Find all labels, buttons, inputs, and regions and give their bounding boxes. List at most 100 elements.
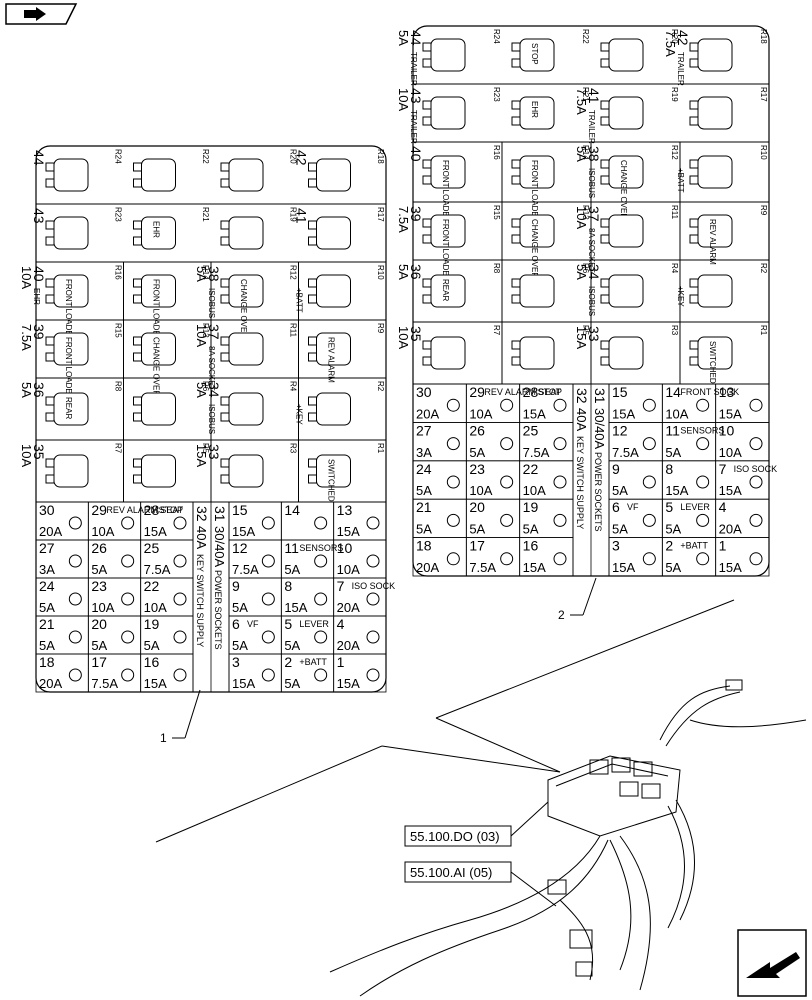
relay-pin-icon bbox=[511, 159, 521, 169]
fuse-symbol-icon bbox=[173, 630, 187, 644]
fuse-symbol-icon bbox=[121, 592, 135, 606]
fuse-description: ISO SOCK bbox=[352, 581, 396, 591]
relay-label: FRONT LOADER bbox=[64, 279, 73, 342]
relay-socket-icon bbox=[53, 158, 89, 192]
relay-cell-R6: R6 bbox=[511, 263, 590, 308]
fuse-description: TRAILER bbox=[409, 52, 418, 86]
relay-pin-icon bbox=[422, 116, 432, 126]
fuse-symbol-icon bbox=[366, 630, 380, 644]
relay-position: R21 bbox=[201, 207, 210, 222]
fuse-symbol-icon bbox=[68, 554, 82, 568]
fuse-number: 6 bbox=[232, 616, 240, 632]
relay-pin-icon bbox=[511, 294, 521, 304]
relay-pin-icon bbox=[689, 175, 699, 185]
fuse-number: 19 bbox=[144, 616, 160, 632]
fuse-rating: 15A bbox=[612, 560, 635, 575]
relay-cell-R10: R10+BATT bbox=[295, 265, 386, 313]
relay-pin-icon bbox=[600, 159, 610, 169]
relay-label: FRONT LOADER bbox=[152, 279, 161, 342]
fuse-symbol-icon bbox=[500, 552, 514, 566]
relay-label: CHANGE OVER LOW bbox=[619, 160, 628, 240]
fuse-number: 21 bbox=[39, 616, 55, 632]
relay-label: STOP bbox=[530, 43, 539, 65]
fuse-rating: 5A bbox=[232, 638, 248, 653]
fuse-symbol-icon bbox=[261, 516, 275, 530]
relay-pin-icon bbox=[133, 220, 142, 230]
fuse-number: 7 bbox=[719, 461, 727, 477]
relay-pin-icon bbox=[511, 58, 521, 68]
reference-box-2[interactable]: 55.100.AI (05) bbox=[404, 861, 557, 907]
fuse-rating: 20A bbox=[39, 524, 62, 539]
relay-label: CHANGE OVER LOW bbox=[239, 279, 248, 359]
fuse-number: 26 bbox=[91, 540, 107, 556]
relay-socket-icon bbox=[228, 332, 264, 366]
fuse-rating: 5A bbox=[665, 522, 681, 537]
power-sockets-rating: 30/40A bbox=[592, 408, 607, 450]
relay-pin-icon bbox=[133, 236, 142, 246]
fuse-symbol-icon bbox=[642, 475, 656, 489]
fuse-number: 8 bbox=[665, 461, 673, 477]
fuse-symbol-icon bbox=[121, 668, 135, 682]
fuse-symbol-icon bbox=[121, 516, 135, 530]
relay-position: R19 bbox=[670, 87, 679, 102]
reference-link-2[interactable]: 55.100.AI (05) bbox=[410, 865, 492, 880]
relay-cell-R22: R22 bbox=[133, 149, 210, 192]
relay-position: R13 bbox=[201, 323, 210, 338]
fuse-rating: 10A bbox=[194, 324, 209, 347]
relay-socket-icon bbox=[519, 96, 555, 130]
power-sockets-label: POWER SOCKETS bbox=[593, 452, 603, 532]
return-arrow-icon[interactable] bbox=[737, 929, 807, 997]
fuse-symbol-icon bbox=[261, 668, 275, 682]
relay-socket-icon bbox=[519, 336, 555, 370]
fuse-number: 9 bbox=[232, 578, 240, 594]
fuse-rating: 10A bbox=[719, 445, 742, 460]
fuse-rating: 7.5A bbox=[663, 30, 678, 57]
fuse-number: 17 bbox=[469, 538, 485, 554]
fuse-rating: 5A bbox=[284, 676, 300, 691]
fuse-symbol-icon bbox=[261, 630, 275, 644]
fuse-number: 37 bbox=[586, 206, 602, 222]
fuse-number: 35 bbox=[408, 326, 424, 342]
fuse-rating: 10A bbox=[523, 483, 546, 498]
key-switch-label: KEY SWITCH SUPPLY bbox=[575, 436, 585, 529]
fuse-symbol-icon bbox=[68, 630, 82, 644]
relay-pin-icon bbox=[220, 220, 230, 230]
fuse-symbol-icon bbox=[68, 516, 82, 530]
fuse-description: TRAILER bbox=[676, 52, 685, 86]
relay-position: R17 bbox=[759, 87, 768, 102]
relay-pin-icon bbox=[422, 234, 432, 244]
relay-cell-R5: R5 bbox=[133, 443, 210, 488]
relay-position: R12 bbox=[670, 145, 679, 160]
relay-position: R6 bbox=[581, 263, 590, 274]
fuse-rating: 20A bbox=[337, 638, 360, 653]
fuse-rating: 20A bbox=[39, 676, 62, 691]
reference-box-1[interactable]: 55.100.DO (03) bbox=[404, 801, 549, 847]
fuse-number: 41 bbox=[586, 88, 602, 104]
book-arrow-icon[interactable] bbox=[5, 3, 78, 25]
fuse-description: LEVER bbox=[680, 502, 710, 512]
relay-pin-icon bbox=[220, 236, 230, 246]
fuse-number: 28 bbox=[144, 502, 160, 518]
relay-pin-icon bbox=[511, 218, 521, 228]
relay-socket-icon bbox=[316, 216, 351, 250]
relay-socket-icon bbox=[316, 332, 351, 366]
fuse-number: 18 bbox=[39, 654, 55, 670]
key-switch-label: KEY SWITCH SUPPLY bbox=[195, 554, 205, 647]
relay-pin-icon bbox=[422, 218, 432, 228]
reference-link-1[interactable]: 55.100.DO (03) bbox=[410, 829, 500, 844]
fuse-symbol-icon bbox=[366, 554, 380, 568]
fuse-rating: 3A bbox=[39, 562, 55, 577]
relay-position: R24 bbox=[492, 29, 501, 44]
relay-pin-icon bbox=[133, 336, 142, 346]
fuse-number: 2 bbox=[284, 654, 292, 670]
fuse-number: 27 bbox=[416, 422, 432, 438]
